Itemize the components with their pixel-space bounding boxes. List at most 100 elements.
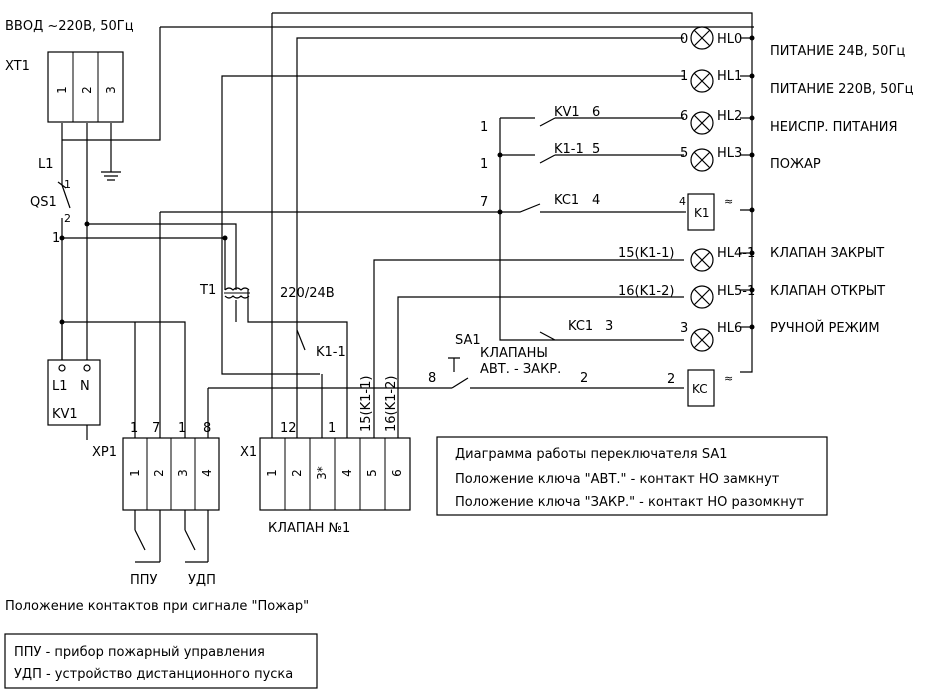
breaker-pin-top: 1 [64,178,71,191]
lamp-hl1 [690,69,714,93]
contact-kv1-left: 1 [480,120,488,135]
t1-transformer [224,287,250,299]
x1-pin-3: 3* [315,466,329,480]
x1-pin-4: 4 [340,469,354,477]
lamp-num-4: 15(K1-1) [618,246,674,261]
legend-box [4,633,318,689]
transformer-ratio: 220/24В [280,286,335,301]
x1-wire-15: 15(K1-1) [359,376,374,432]
xp1-wire-3: 1 [178,421,186,436]
lamp-desc-hl6: РУЧНОЙ РЕЖИМ [770,320,880,336]
contact-kc1-left: 7 [480,195,488,210]
lamp-id-hl5: HL5-1 [717,284,755,299]
sa1-wire-left: 8 [428,371,436,386]
x1-pin-6: 6 [390,469,404,477]
lamp-num-1: 1 [680,69,688,84]
contact-kc1-name: KC1 [554,193,579,208]
xt1-label: XT1 [5,59,30,74]
xt1-terminal-block [47,51,124,123]
lamp-id-hl4: HL4-1 [717,246,755,261]
xp1-connector [122,437,220,563]
breaker-line-label: L1 [38,157,54,172]
lamp-desc-hl0: ПИТАНИЕ 24В, 50Гц [770,44,905,59]
legend-line1: ППУ - прибор пожарный управления [14,645,265,660]
coil-kc [687,369,715,407]
lamp-desc-hl2: НЕИСПР. ПИТАНИЯ [770,120,898,135]
kv1-name: KV1 [52,407,78,422]
coil-kc-name: KC [692,382,708,396]
xp1-name: XP1 [92,445,117,460]
xp1-label-udp: УДП [188,573,216,588]
contact-kc1-right: 4 [592,193,600,208]
lamp-num-2: 6 [680,109,688,124]
lamp-hl5 [690,285,714,309]
lamp-hl6 [690,328,714,352]
coil-kc-pin: 2 [667,372,675,387]
supply-title: ВВОД ~220В, 50Гц [5,19,134,34]
lamp-hl3 [690,148,714,172]
xp1-pin-4: 4 [200,469,214,477]
kv1-pin-n: N [80,379,90,394]
coil-kc-sym: ≈ [724,372,733,385]
x1-wire-1: 1 [328,421,336,436]
xp1-wire-2: 7 [152,421,160,436]
lamp-id-hl6: HL6 [717,321,742,336]
lamp-id-hl0: HL0 [717,32,742,47]
sa1-box-line2: Положение ключа "АВТ." - контакт НО замк… [455,472,780,487]
coil-k1-pin: 4 [679,195,686,208]
transformer-name: T1 [199,283,216,298]
xp1-wire-4: 8 [203,421,211,436]
x1-pin-1: 1 [265,469,279,477]
lamp-id-hl1: HL1 [717,69,742,84]
legend-line2: УДП - устройство дистанционного пуска [14,667,293,682]
x1-wire-16: 16(K1-2) [384,376,399,432]
coil-k1-name: K1 [694,206,710,220]
xp1-pin-2: 2 [152,469,166,477]
x1-wire-12: 12 [280,421,297,436]
breaker-pin-bottom: 2 [64,212,71,225]
x1-caption: КЛАПАН №1 [268,521,350,536]
fire-note: Положение контактов при сигнале "Пожар" [5,599,309,614]
contact-kc1b-name: KC1 [568,319,593,334]
contact-k1-name: K1-1 [554,142,584,157]
contact-k1-right: 5 [592,142,600,157]
sa1-name: SA1 [455,333,481,348]
lamp-desc-hl4: КЛАПАН ЗАКРЫТ [770,246,884,261]
lamp-desc-hl3: ПОЖАР [770,157,821,172]
lamp-hl2 [690,111,714,135]
junction-dots [59,35,755,330]
lamp-desc-hl1: ПИТАНИЕ 220В, 50Гц [770,82,914,97]
lamp-num-0: 0 [680,32,688,47]
lamp-hl4 [690,248,714,272]
coil-k1 [687,193,715,231]
x1-name: X1 [240,445,257,460]
xt1-pin-3: 3 [104,86,118,94]
lamp-id-hl3: HL3 [717,146,742,161]
lamp-desc-hl5: КЛАПАН ОТКРЫТ [770,284,885,299]
lamp-num-6: 3 [680,321,688,336]
x1-pin-2: 2 [290,469,304,477]
lamp-hl0 [690,26,714,50]
contact-kc1b-right: 3 [605,319,613,334]
contact-kv1-name: KV1 [554,105,580,120]
sa1-box-line1: Диаграмма работы переключателя SA1 [455,447,727,462]
xp1-pin-1: 1 [128,469,142,477]
breaker-name: QS1 [30,195,57,210]
x1-pin-5: 5 [365,469,379,477]
sa1-label-line2: АВТ. - ЗАКР. [480,362,561,377]
sa1-label-line1: КЛАПАНЫ [480,346,548,361]
kv1-relay [47,359,101,426]
breaker-pin-left: 1 [52,231,60,246]
xp1-wire-1: 1 [130,421,138,436]
coil-k1-sym: ≈ [724,195,733,208]
sa1-box-line3: Положение ключа "ЗАКР." - контакт НО раз… [455,495,804,510]
sa1-diagram-box [436,436,828,516]
qs1-breaker [57,181,71,209]
xp1-label-ppu: ППУ [130,573,158,588]
xt1-pin-1: 1 [55,86,69,94]
x1-connector [259,437,411,511]
lamp-id-hl2: HL2 [717,109,742,124]
kv1-pin-l1: L1 [52,379,68,394]
